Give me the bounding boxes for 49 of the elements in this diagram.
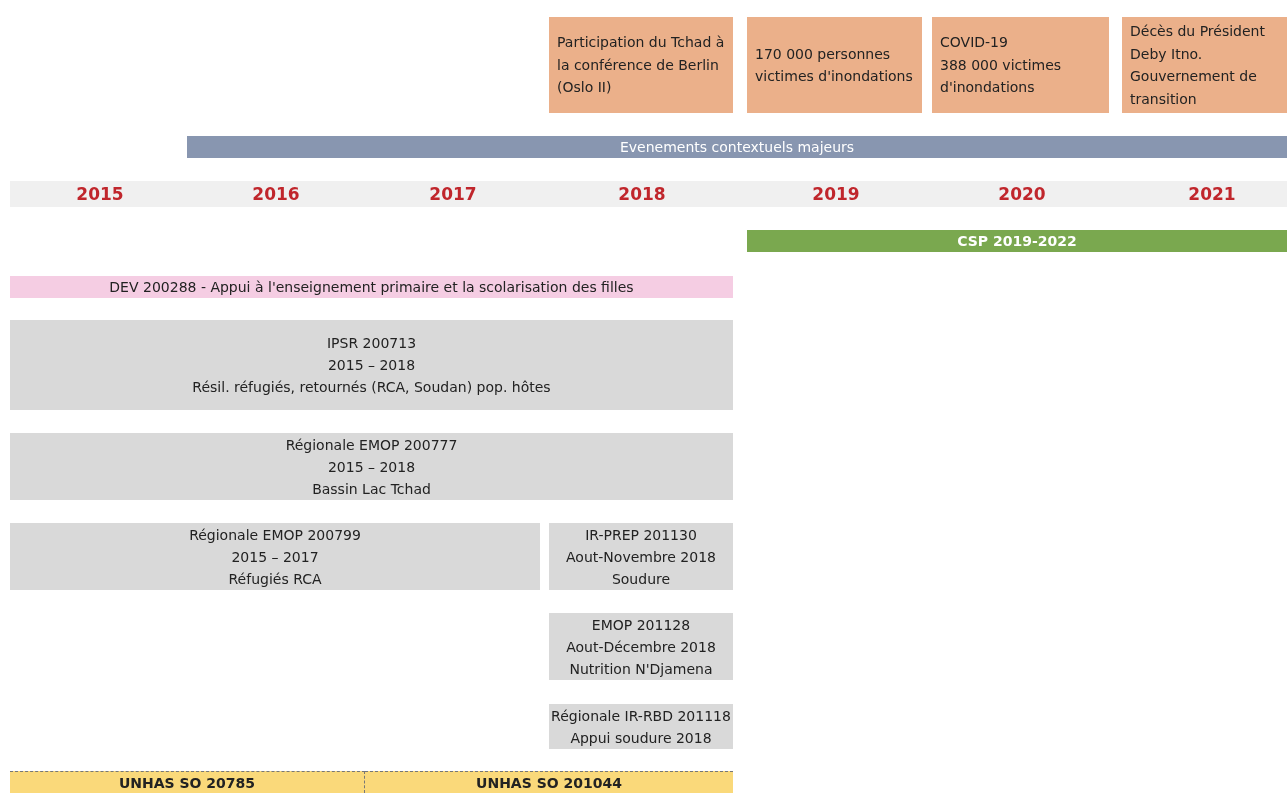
- section-bar: [187, 136, 1287, 158]
- bar-label: 2015 – 2018: [327, 356, 416, 375]
- bar-label: DEV 200288 - Appui à l'enseignement primaire et la scolarisation des filles: [109, 278, 634, 297]
- project-bar: [10, 433, 733, 500]
- project-bar: [10, 320, 733, 410]
- bar-label: Résil. réfugiés, retournés (RCA, Soudan) pop. hôtes: [192, 378, 551, 397]
- bar-label: Nutrition N'Djamena: [569, 659, 713, 679]
- year-label: 2016: [252, 184, 300, 204]
- event-text: 170 000 personnes victimes d'inondations: [755, 44, 914, 86]
- event-box: [747, 17, 922, 113]
- project-bar: [549, 704, 733, 749]
- bar-label: Régionale EMOP 200799: [189, 525, 361, 545]
- year-label: 2017: [429, 184, 477, 204]
- project-bar: [365, 771, 733, 793]
- project-bar: [10, 276, 733, 298]
- event-text: 388 000 victimes d'inondations: [940, 55, 1063, 98]
- event-text: COVID-19: [940, 33, 1008, 53]
- bar-label: Régionale IR-RBD 201118: [551, 706, 731, 726]
- bar-label: IR-PREP 201130: [585, 525, 697, 545]
- year-label: 2019: [812, 184, 860, 204]
- bar-label: Evenements contextuels majeurs: [619, 138, 855, 157]
- bar-label: 2015 – 2018: [327, 457, 416, 477]
- project-bar: [10, 523, 540, 590]
- bar-label: UNHAS SO 20785: [118, 773, 256, 793]
- bar-label: 2015 – 2017: [231, 547, 319, 567]
- project-bar: [549, 523, 733, 590]
- bar-label: CSP 2019-2022: [957, 232, 1077, 251]
- bar-label: Aout-Décembre 2018: [566, 637, 716, 657]
- project-bar: [549, 613, 733, 680]
- program-bar: [747, 230, 1287, 252]
- bar-label: IPSR 200713: [326, 334, 417, 353]
- year-label: 2020: [998, 184, 1046, 204]
- bar-label: Bassin Lac Tchad: [312, 479, 431, 499]
- year-label: 2015: [76, 184, 124, 204]
- bar-label: Aout-Novembre 2018: [566, 547, 716, 567]
- event-text: Participation du Tchad à la conférence de Berlin (Oslo II): [557, 33, 725, 98]
- year-label: 2018: [618, 184, 666, 204]
- bar-label: UNHAS SO 201044: [476, 773, 622, 793]
- event-box: [1122, 17, 1287, 113]
- event-box: [932, 17, 1109, 113]
- bar-label: Réfugiés RCA: [228, 569, 322, 589]
- bar-label: Appui soudure 2018: [570, 728, 712, 748]
- event-box: [549, 17, 733, 113]
- event-text: Décès du Président Deby Itno. Gouvernement de transition: [1130, 22, 1266, 109]
- year-label: 2021: [1188, 184, 1236, 204]
- bar-label: EMOP 201128: [591, 615, 691, 635]
- bar-label: Soudure: [611, 569, 671, 589]
- bar-label: Régionale EMOP 200777: [285, 435, 458, 455]
- project-bar: [10, 771, 365, 793]
